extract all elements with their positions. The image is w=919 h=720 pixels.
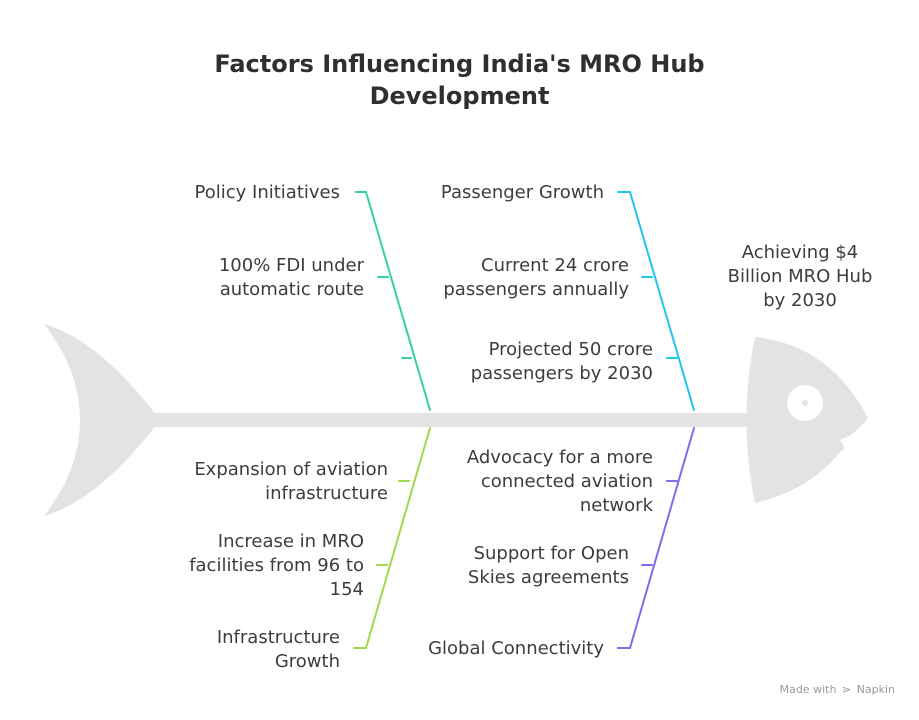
connectivity-cause-advocacy: Advocacy for a more connected aviation n… — [466, 447, 653, 516]
fish-tail-icon — [44, 324, 160, 516]
napkin-brand-text: Napkin — [856, 683, 895, 696]
branch-passenger-label: Passenger Growth — [440, 182, 604, 203]
outcome-line-2: Billion MRO Hub — [727, 266, 873, 287]
infra-cause-mro-facilities: Increase in MRO facilities from 96 to 15… — [189, 531, 364, 600]
policy-cause-fdi: 100% FDI under automatic route — [218, 255, 364, 300]
branch-infrastructure-label: Infrastructure Growth — [216, 627, 340, 672]
connectivity-cause-open-skies: Support for Open Skies agreements — [467, 543, 629, 588]
infra-cause-expansion: Expansion of aviation infrastructure — [194, 459, 388, 504]
branch-policy-label: Policy Initiatives — [194, 182, 340, 203]
title-line-2: Development — [369, 82, 550, 110]
fish-pupil — [802, 400, 808, 406]
outcome-line-3: by 2030 — [763, 290, 837, 311]
passenger-cause-current: Current 24 crore passengers annually — [443, 255, 629, 300]
bone-policy — [355, 191, 431, 411]
bone-connectivity — [617, 427, 695, 649]
napkin-watermark[interactable]: Made with ⋗ Napkin — [780, 683, 895, 696]
passenger-cause-projected: Projected 50 crore passengers by 2030 — [470, 339, 653, 384]
branch-connectivity-label: Global Connectivity — [428, 638, 604, 659]
bone-infrastructure — [353, 427, 431, 649]
outcome-line-1: Achieving $4 — [741, 242, 859, 263]
napkin-logo-icon: ⋗ — [841, 683, 852, 696]
title-line-1: Factors Influencing India's MRO Hub — [214, 50, 705, 78]
outcome-label: Achieving $4 Billion MRO Hub by 2030 — [712, 241, 888, 313]
page-title: Factors Influencing India's MRO Hub Deve… — [0, 48, 919, 112]
made-with-text: Made with — [779, 683, 837, 696]
fish-spine — [155, 413, 755, 427]
bone-passenger — [617, 191, 695, 411]
